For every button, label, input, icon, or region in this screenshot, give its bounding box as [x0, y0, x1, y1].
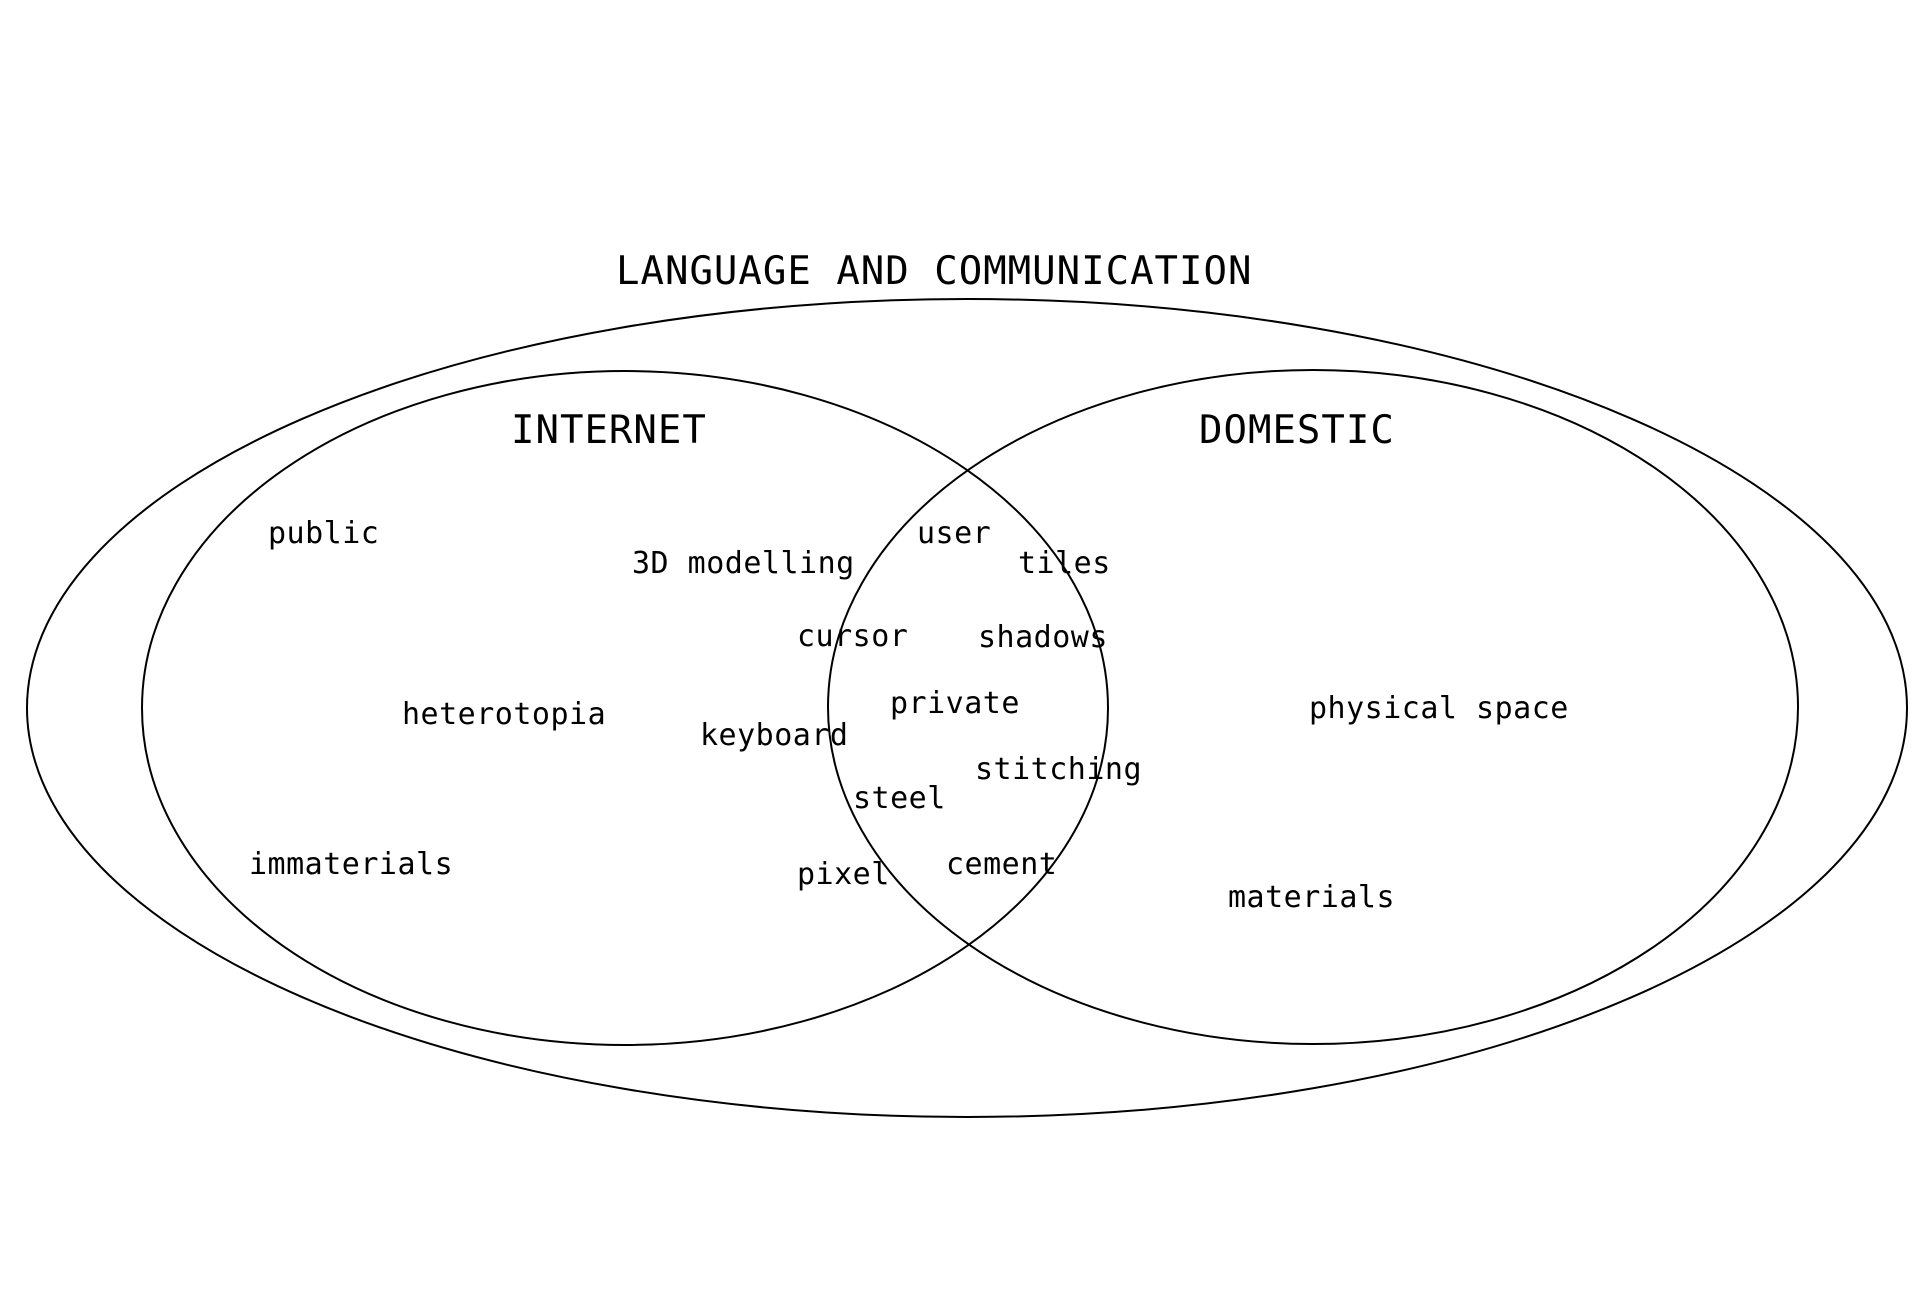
term-cement: cement: [946, 847, 1057, 882]
term-keyboard: keyboard: [700, 718, 849, 753]
term-3d-modelling: 3D modelling: [632, 546, 855, 581]
outer-ellipse-language-and-communication: [26, 298, 1908, 1118]
set-label-internet: INTERNET: [511, 408, 707, 453]
term-immaterials: immaterials: [249, 847, 453, 882]
term-private: private: [890, 686, 1020, 721]
term-user: user: [917, 516, 991, 551]
term-stitching: stitching: [975, 752, 1142, 787]
term-physical-space: physical space: [1309, 691, 1569, 726]
set-label-domestic: DOMESTIC: [1199, 408, 1395, 453]
right-ellipse-domestic: [827, 369, 1799, 1045]
term-cursor: cursor: [797, 619, 908, 654]
term-heterotopia: heterotopia: [402, 697, 606, 732]
term-materials: materials: [1228, 880, 1395, 915]
term-public: public: [268, 516, 379, 551]
diagram-title: LANGUAGE AND COMMUNICATION: [616, 249, 1252, 294]
left-ellipse-internet: [141, 370, 1109, 1046]
term-pixel: pixel: [797, 857, 890, 892]
term-shadows: shadows: [978, 620, 1108, 655]
term-tiles: tiles: [1018, 546, 1111, 581]
term-steel: steel: [853, 781, 946, 816]
